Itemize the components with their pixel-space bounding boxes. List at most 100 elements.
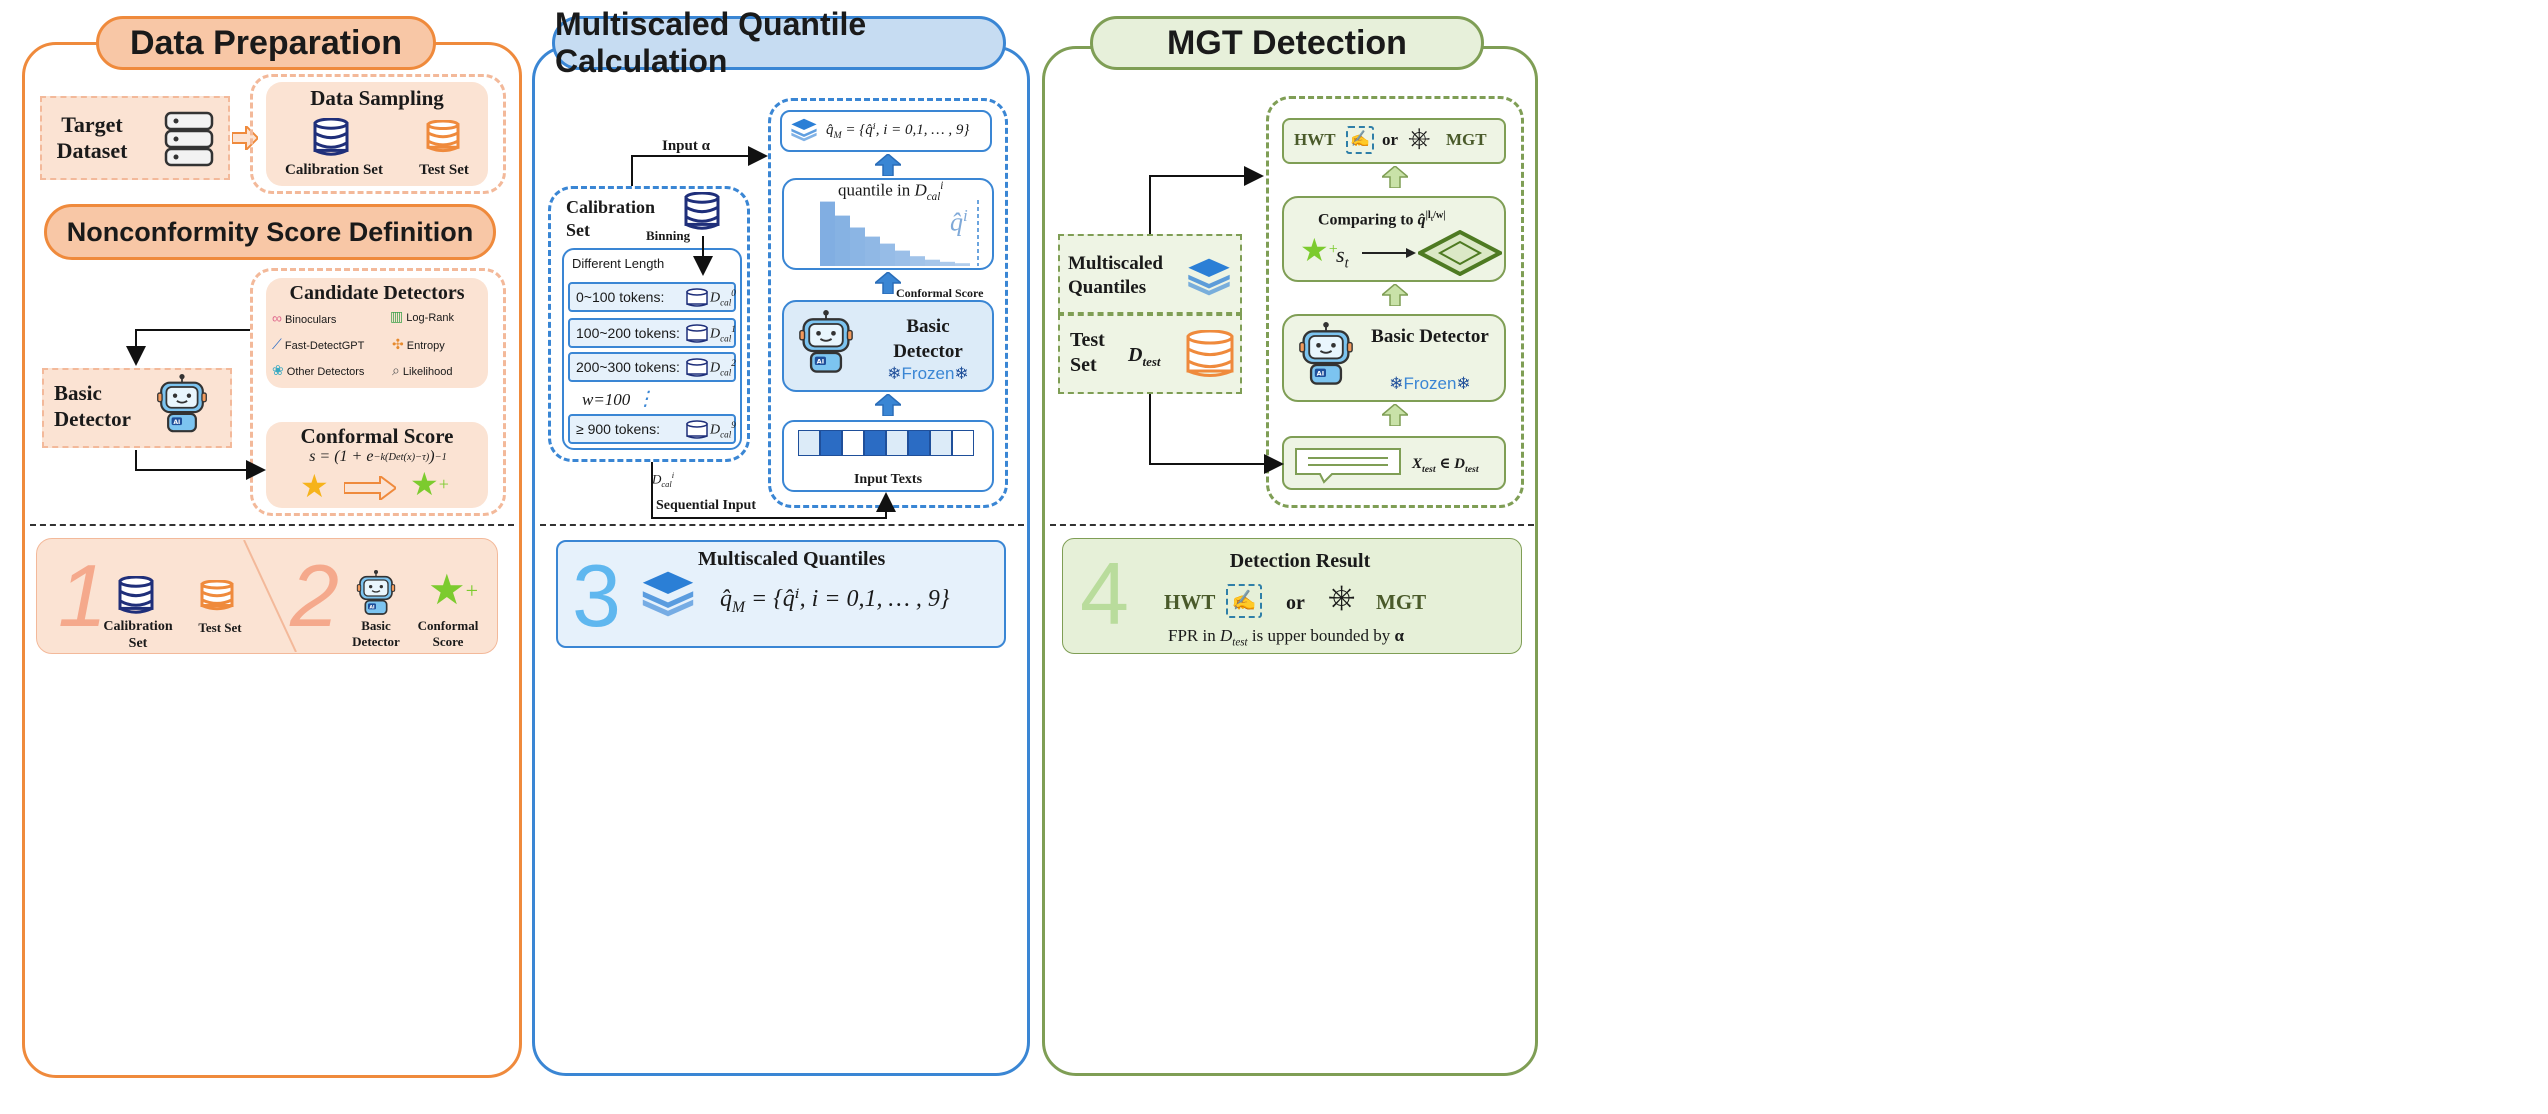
bin-cylinder-icon [686,358,708,383]
conformal-score-label: Conformal Score [300,424,454,448]
svg-text:AI: AI [173,419,180,426]
length-bin-row: 100~200 tokens:Dcal1 [568,318,736,348]
detector-log-rank: ▥ Log-Rank [390,308,454,324]
length-bin-row: 200~300 tokens: Dcal2 [568,352,736,382]
orange-arrow-icon [343,474,398,502]
step-number-4: 4 [1080,544,1129,643]
summary-green-star-icon: ★+ [428,568,479,614]
network-icon: ✣ [392,336,404,352]
snowflake-icon: ❄ [1389,374,1404,393]
left-separator [30,524,514,526]
length-bin-row: 0~100 tokens: Dcal0 [568,282,736,312]
quantile-bar [895,250,910,266]
right-multiscaled-label: Multiscaled Quantiles [1068,253,1163,298]
right-summary-box [1062,538,1522,654]
calibration-database-icon [313,117,349,163]
fpr-statement: FPR in Dtest is upper bounded by α [1168,626,1404,649]
multiscaled-quantile-title: Multiscaled Quantile Calculation [552,6,1006,79]
token-cell [908,430,930,456]
up-arrow-g2-icon [1379,283,1411,311]
step-number-3: 3 [572,546,621,645]
snowflake-icon: ❄ [954,364,969,383]
step-number-2: 2 [290,546,339,645]
magnifier-icon: ⌕ [392,362,400,378]
candidate-detectors-frame [250,268,506,516]
text-document-icon [1292,446,1404,489]
detection-frame [1266,96,1524,508]
summary-hwt-label: HWT [1164,590,1216,614]
summary-mgt-label: MGT [1376,590,1427,614]
step-number-1: 1 [58,546,107,645]
length-bin-label: 200~300 tokens: [576,359,680,375]
sequential-dcal: Dcali [652,470,675,489]
quantile-bar [925,259,940,266]
summary-robot-icon: AI [356,570,396,621]
test-database-icon [426,119,460,159]
token-cell [930,430,952,456]
mid-calibration-db-icon [684,191,720,237]
mgt-detection-title: MGT Detection [1090,16,1484,70]
mid-calibration-label: Calibration Set [566,197,656,240]
result-mgt-label: MGT [1446,130,1487,149]
mid-conformal-score-label: Conformal Score [896,286,984,300]
token-cell [842,430,864,456]
calibration-frame [548,186,750,462]
data-preparation-title: Data Preparation [96,16,436,70]
handwriting-icon: ✍ [1346,126,1374,154]
mid-summary-layers-icon [640,566,696,627]
up-arrow-g1-icon [1379,165,1411,193]
detector-other: ❀ Other Detectors [272,362,365,378]
summary-test-label: Test Set [198,620,242,635]
bin-cylinder-icon [686,420,708,445]
binoculars-icon: ∞ [272,310,282,326]
quantile-bar [910,256,925,266]
right-test-set-label: Test Set [1070,329,1105,376]
detection-result-title: Detection Result [1229,550,1371,572]
length-bin-label: 0~100 tokens: [576,289,665,305]
bar-chart-icon: ▥ [390,308,404,324]
calibration-set-label: Calibration Set [285,162,383,178]
quantile-bar [880,243,895,266]
right-separator [1050,524,1534,526]
quantile-title: quantile in Dcali [838,180,944,204]
token-cell [798,430,820,456]
input-alpha-label: Input α [662,138,710,154]
length-bin-row: ≥ 900 tokens:Dcal9 [568,414,736,444]
mid-summary-box [556,540,1006,648]
st-label: st [1336,242,1349,272]
qm-formula: q̂M = {q̂ⁱ, i = 0,1, … , 9} [826,122,970,141]
window-label: w=100 ⋮ [582,388,656,410]
up-arrow-g3-icon [1379,403,1411,431]
bin-dcal-label: Dcal2 [710,358,736,378]
mid-frozen-label: ❄ Frozen ❄ [887,364,969,383]
data-sampling-label: Data Sampling [310,86,444,110]
bin-dcal-label: Dcal1 [710,324,736,344]
token-cell [886,430,908,456]
bin-dcal-label: Dcal0 [710,288,736,308]
quantile-bar [955,263,970,266]
openai-icon: ⎈ [1408,123,1431,154]
robot-icon: AI [156,374,208,439]
quantile-bar [865,236,880,266]
bin-dcal-label: Dcal9 [710,420,736,440]
right-robot-icon: AI [1298,322,1354,391]
dtest-label: Dtest [1128,344,1161,369]
summary-detector-label: Basic Detector [352,618,400,649]
test-set-label: Test Set [419,162,469,178]
input-texts-label: Input Texts [853,472,923,487]
qm-layers-icon [790,116,818,149]
quantile-histogram [820,201,970,266]
right-layers-icon [1186,254,1232,305]
mid-basic-detector-label: Basic Detector [893,316,963,362]
up-arrow-3-icon [872,393,904,421]
left-basic-detector-label: Basic Detector [54,381,131,431]
mid-robot-icon: AI [798,310,854,379]
yellow-star-icon: ★ [300,468,329,504]
sequential-input-label: Sequential Input [656,498,756,513]
comparing-label: Comparing to q̂|lt/w| [1318,210,1446,229]
summary-or-label: or [1286,592,1305,614]
green-star-plus-icon: ★+ [410,466,449,502]
summary-divider [240,539,300,653]
summary-openai-icon: ⎈ [1328,579,1356,616]
quantile-bar [850,227,865,266]
